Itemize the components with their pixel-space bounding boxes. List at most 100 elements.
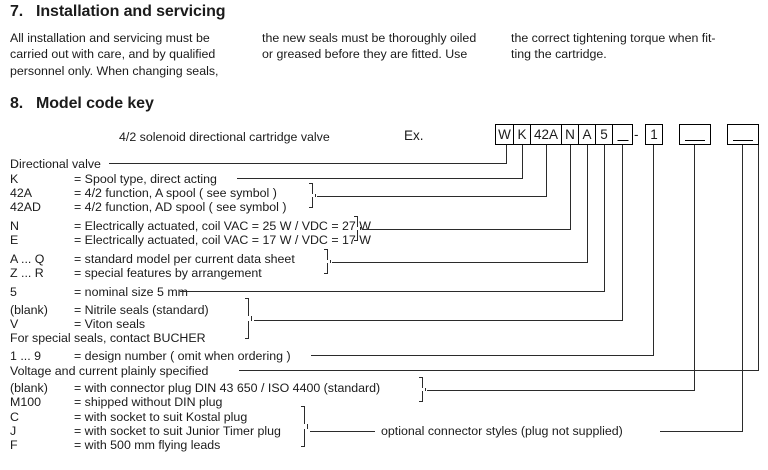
leader-riser-optional-1: [694, 145, 696, 391]
code-box-optional-2[interactable]: [727, 124, 759, 145]
body-line: ting the cartridge.: [511, 47, 607, 62]
legend-code: V: [10, 317, 19, 331]
code-box-a[interactable]: A: [579, 124, 596, 145]
legend-code: (blank): [10, 303, 48, 317]
legend-code: J: [10, 424, 17, 438]
code-box-5-text: 5: [600, 127, 608, 142]
body-column-1: All installation and servicing must be c…: [10, 30, 260, 79]
leader-riser-a: [587, 145, 589, 263]
leader-line-connector-styles-right: [660, 431, 743, 433]
legend-desc: = standard model per current data sheet: [74, 252, 295, 266]
body-line: All installation and servicing must be: [10, 31, 210, 45]
model-code-description: 4/2 solenoid directional cartridge valve: [119, 130, 330, 144]
legend-code: C: [10, 410, 19, 424]
brace-coil-actuation: [352, 216, 362, 242]
code-box-optional-1-blank-mark: [685, 139, 705, 141]
code-box-42a[interactable]: 42A: [531, 124, 562, 145]
leader-line-k: [237, 178, 523, 180]
code-box-seal-blank-mark: [617, 139, 628, 141]
legend-code: F: [10, 438, 18, 452]
code-box-k[interactable]: K: [514, 124, 531, 145]
legend-desc: = special features by arrangement: [74, 266, 262, 280]
leader-line-size-5: [180, 291, 605, 293]
legend-desc: = Electrically actuated, coil VAC = 25 W…: [74, 219, 371, 233]
legend-code: (blank): [10, 381, 48, 395]
legend-desc: = design number ( omit when ordering ): [74, 349, 291, 363]
leader-riser-5: [604, 145, 606, 292]
code-box-optional-1[interactable]: [679, 124, 711, 145]
leader-line-a-q: [332, 262, 588, 264]
section-7-title: Installation and servicing: [36, 3, 226, 20]
example-label: Ex.: [404, 128, 424, 143]
legend-desc: = with connector plug DIN 43 650 / ISO 4…: [74, 381, 381, 395]
body-line: or greased before they are fitted. Use: [262, 47, 468, 62]
body-column-3: the correct tightening torque when fit- …: [511, 30, 761, 63]
code-box-5[interactable]: 5: [596, 124, 613, 145]
brace-din-plug: [417, 377, 427, 403]
legend-desc: = Electrically actuated, coil VAC = 17 W…: [74, 233, 371, 247]
legend-code: E: [10, 233, 19, 247]
code-separator-dash: -: [634, 127, 639, 142]
leader-riser-42a: [546, 145, 548, 197]
code-box-w[interactable]: W: [495, 124, 514, 145]
legend-desc: = Viton seals: [74, 317, 146, 331]
brace-connector-styles: [299, 406, 310, 448]
code-box-k-text: K: [517, 127, 527, 142]
legend-desc: = with 500 mm flying leads: [74, 438, 221, 452]
body-column-2: the new seals must be thoroughly oiled o…: [262, 30, 504, 63]
legend-code: Directional valve: [10, 157, 101, 171]
brace-spool-function: [307, 183, 317, 209]
body-line: the new seals must be thoroughly oiled: [262, 31, 477, 45]
leader-riser-optional-2: [742, 145, 744, 432]
leader-line-n: [362, 229, 571, 231]
body-line: carried out with care, and by qualified: [10, 47, 216, 62]
code-box-design-number-text: 1: [650, 127, 658, 142]
legend-desc: = Nitrile seals (standard): [74, 303, 209, 317]
section-7-number: 7.: [10, 3, 24, 20]
body-line: the correct tightening torque when fit-: [511, 31, 716, 45]
legend-code: 42A: [10, 186, 33, 200]
legend-desc: = shipped without DIN plug: [74, 395, 223, 409]
section-8-number: 8.: [10, 95, 24, 112]
leader-line-voltage: [239, 370, 759, 372]
code-box-n-text: N: [565, 127, 575, 142]
brace-seals: [243, 298, 254, 340]
code-box-a-text: A: [582, 127, 592, 142]
leader-line-design-number: [311, 355, 654, 357]
legend-desc: = with socket to suit Kostal plug: [74, 410, 248, 424]
legend-code: 1 ... 9: [10, 349, 41, 363]
legend-code: N: [10, 219, 19, 233]
legend-code: For special seals, contact BUCHER: [10, 331, 206, 345]
leader-line-connector-styles-left: [310, 431, 375, 433]
legend-desc: = nominal size 5 mm: [74, 285, 188, 299]
legend-code: A ... Q: [10, 252, 45, 266]
body-line: personnel only. When changing seals,: [10, 63, 219, 78]
legend-code: 5: [10, 285, 17, 299]
leader-line-seals: [254, 320, 623, 322]
brace-model-variant: [322, 249, 332, 275]
leader-riser-design-number: [653, 145, 655, 356]
legend-desc: = Spool type, direct acting: [74, 172, 217, 186]
legend-code: Z ... R: [10, 266, 44, 280]
leader-riser-k: [522, 145, 524, 179]
leader-riser-w: [506, 145, 508, 164]
legend-desc: = 4/2 function, AD spool ( see symbol ): [74, 200, 287, 214]
section-7-heading: 7. Installation and servicing: [10, 3, 226, 21]
section-8-heading: 8. Model code key: [10, 95, 154, 113]
legend-code: 42AD: [10, 200, 41, 214]
leader-line-din-plug: [427, 390, 695, 392]
annotation-optional-connector-styles: optional connector styles (plug not supp…: [381, 424, 623, 438]
legend-code: K: [10, 172, 19, 186]
leader-riser-n: [570, 145, 572, 230]
code-box-n[interactable]: N: [562, 124, 579, 145]
leader-riser-seal: [622, 145, 624, 321]
legend-code: Voltage and current plainly specified: [10, 364, 209, 378]
leader-line-directional-valve: [109, 163, 507, 165]
section-8-title: Model code key: [36, 95, 154, 112]
code-box-seal[interactable]: [613, 124, 633, 145]
leader-line-42a: [317, 196, 547, 198]
code-box-optional-2-blank-mark: [733, 139, 753, 141]
code-box-design-number[interactable]: 1: [645, 124, 663, 145]
leader-riser-voltage: [758, 145, 760, 371]
